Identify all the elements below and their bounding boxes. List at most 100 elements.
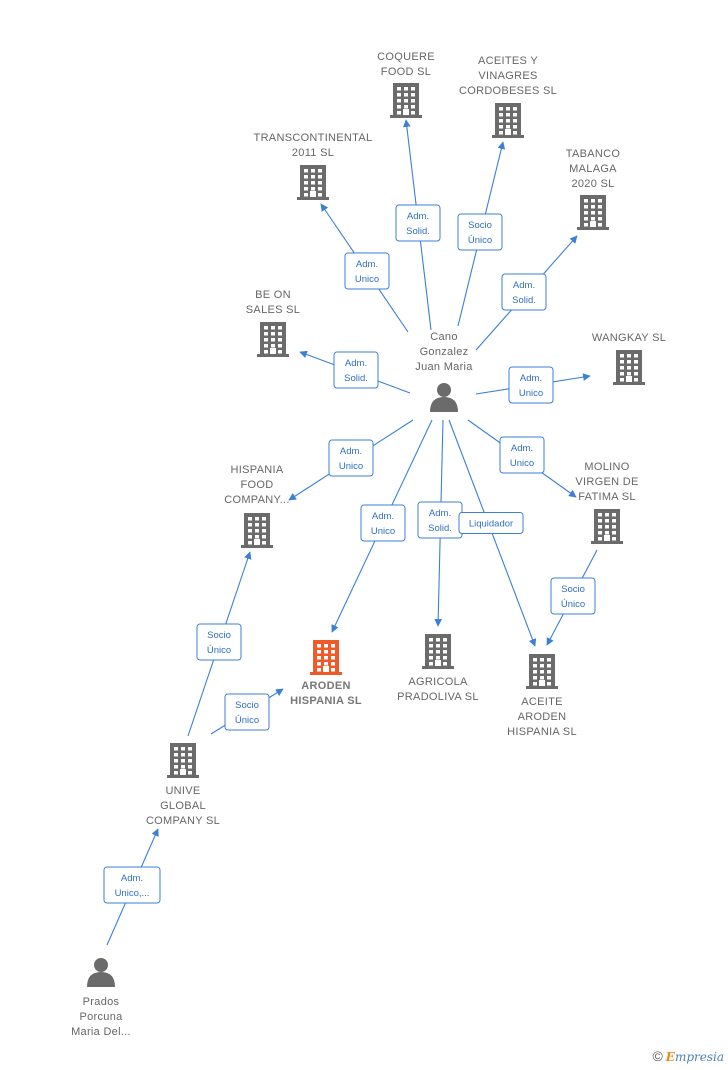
- node-label: ACEITES Y: [478, 55, 538, 67]
- edge-label-text: Unico: [371, 526, 395, 537]
- node-label: Gonzalez: [420, 346, 469, 358]
- edge-label-cano-to-coquere[interactable]: Adm. Solid.: [395, 204, 441, 242]
- node-label: Maria Del...: [71, 1026, 131, 1038]
- edge-label-cano-to-aceite[interactable]: Liquidador: [458, 512, 524, 534]
- brand-logo: ©Empresia: [652, 1048, 724, 1064]
- edge-label-box: [328, 439, 374, 477]
- node-label: SALES SL: [246, 304, 300, 316]
- node-label: COMPANY SL: [146, 815, 220, 827]
- node-hispania[interactable]: HISPANIAFOODCOMPANY...: [224, 464, 290, 548]
- node-label: FATIMA SL: [578, 491, 636, 503]
- edge-label-text: Socio: [468, 220, 492, 231]
- person-icon: [430, 383, 458, 412]
- building-icon: [310, 640, 342, 675]
- edge-label-text: Adm.: [356, 259, 378, 270]
- edge-label-text: Unico: [510, 458, 534, 469]
- edge-label-text: Solid.: [512, 295, 536, 306]
- node-label: COMPANY...: [224, 494, 290, 506]
- node-label: ARODEN: [518, 711, 567, 723]
- edge-label-cano-to-molino[interactable]: Adm.Unico: [499, 436, 545, 474]
- edge-label-box: [501, 273, 547, 311]
- node-label: TRANSCONTINENTAL: [254, 132, 373, 144]
- edge-label-text: Unico,...: [115, 888, 150, 899]
- edge-label-cano-to-aroden[interactable]: Adm. Unico: [360, 504, 406, 542]
- edge-label-text: Socio: [235, 700, 259, 711]
- node-coquere[interactable]: COQUERE FOOD SL: [377, 51, 435, 118]
- edge-label-cano-to-transcont[interactable]: Adm. Unico: [344, 252, 390, 290]
- copyright-icon: ©: [652, 1048, 663, 1064]
- node-label: FOOD SL: [381, 66, 431, 78]
- node-unive[interactable]: UNIVE GLOBAL COMPANY SL: [146, 743, 220, 827]
- edge-label-text: Solid.: [406, 226, 430, 237]
- node-label: ARODEN: [301, 680, 350, 692]
- building-icon: [257, 322, 289, 357]
- building-icon: [390, 83, 422, 118]
- node-label: AGRICOLA: [408, 676, 468, 688]
- edge-label-cano-to-agricola[interactable]: Adm. Solid.: [417, 501, 463, 539]
- node-label: WANGKAY SL: [592, 332, 666, 344]
- node-label: TABANCO: [566, 148, 621, 160]
- edge-label-cano-to-tabanco[interactable]: Adm.Solid.: [501, 273, 547, 311]
- edge-label-box: [333, 351, 379, 389]
- edge-label-text: Unico: [355, 274, 379, 285]
- node-label: UNIVE: [165, 785, 200, 797]
- edge-label-box: [395, 204, 441, 242]
- edge-label-text: Unico: [339, 461, 363, 472]
- edge-label-text: Unico: [519, 388, 543, 399]
- node-label: HISPANIA: [231, 464, 284, 476]
- edge-label-text: Único: [207, 645, 231, 656]
- edge-label-cano-to-wangkay[interactable]: Adm.Unico: [508, 366, 554, 404]
- brand-initial: E: [665, 1050, 675, 1064]
- edge-label-box: [458, 512, 524, 534]
- node-label: COQUERE: [377, 51, 435, 63]
- building-icon: [241, 513, 273, 548]
- edge-label-text: Adm.: [121, 873, 143, 884]
- building-icon: [422, 634, 454, 669]
- building-icon: [526, 654, 558, 689]
- edge-label-text: Adm.: [345, 358, 367, 369]
- edge-label-text: Adm.: [429, 508, 451, 519]
- edge-label-text: Único: [561, 599, 585, 610]
- edge-label-cano-to-hispania[interactable]: Adm. Unico: [328, 439, 374, 477]
- building-icon: [613, 350, 645, 385]
- edge-label-text: Solid.: [344, 373, 368, 384]
- edge-labels-layer: Adm.Solid.SocioÚnicoAdm.UnicoAdm.Solid.A…: [103, 204, 596, 904]
- building-icon: [577, 195, 609, 230]
- edge-label-text: Socio: [561, 584, 585, 595]
- edge-label-prados-to-unive[interactable]: Adm. Unico,...: [103, 866, 161, 904]
- node-label: PRADOLIVA SL: [397, 691, 479, 703]
- edge-label-box: [550, 577, 596, 615]
- edge-label-box: [457, 213, 503, 251]
- node-aceites[interactable]: ACEITES Y VINAGRES CORDOBESES SL: [459, 55, 557, 138]
- node-wangkay[interactable]: WANGKAY SL: [592, 332, 666, 385]
- node-label: VINAGRES: [478, 70, 537, 82]
- edge-label-box: [508, 366, 554, 404]
- node-label: VIRGEN DE: [575, 476, 638, 488]
- node-label: CORDOBESES SL: [459, 85, 557, 97]
- edge-label-text: Solid.: [428, 523, 452, 534]
- node-agricola[interactable]: AGRICOLA PRADOLIVA SL: [397, 634, 479, 703]
- node-label: GLOBAL: [160, 800, 206, 812]
- edge-label-text: Único: [235, 715, 259, 726]
- building-icon: [167, 743, 199, 778]
- edge-label-text: Adm.: [407, 211, 429, 222]
- edge-label-text: Adm.: [372, 511, 394, 522]
- edge-label-box: [499, 436, 545, 474]
- node-label: MALAGA: [569, 163, 617, 175]
- edge-label-text: Adm.: [340, 446, 362, 457]
- building-icon: [591, 509, 623, 544]
- edge-label-cano-to-beon[interactable]: Adm. Solid.: [333, 351, 379, 389]
